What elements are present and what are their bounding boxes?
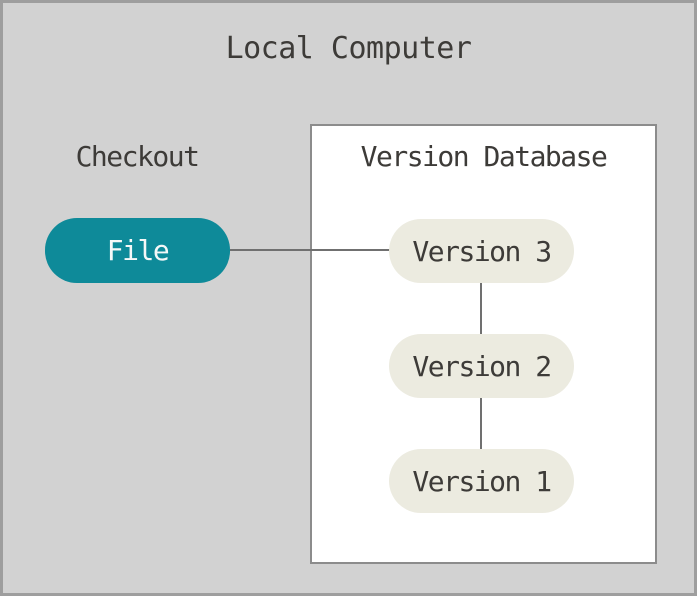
file-pill: File <box>45 218 230 283</box>
version-3-pill: Version 3 <box>389 219 574 283</box>
connector-file-to-version3 <box>230 249 390 251</box>
diagram-title: Local Computer <box>225 31 472 66</box>
version-database-label: Version Database <box>360 140 608 173</box>
checkout-label: Checkout <box>75 140 200 173</box>
connector-version2-to-version1 <box>480 398 482 449</box>
version-2-pill: Version 2 <box>389 334 574 398</box>
version-1-pill: Version 1 <box>389 449 574 513</box>
connector-version3-to-version2 <box>480 283 482 334</box>
